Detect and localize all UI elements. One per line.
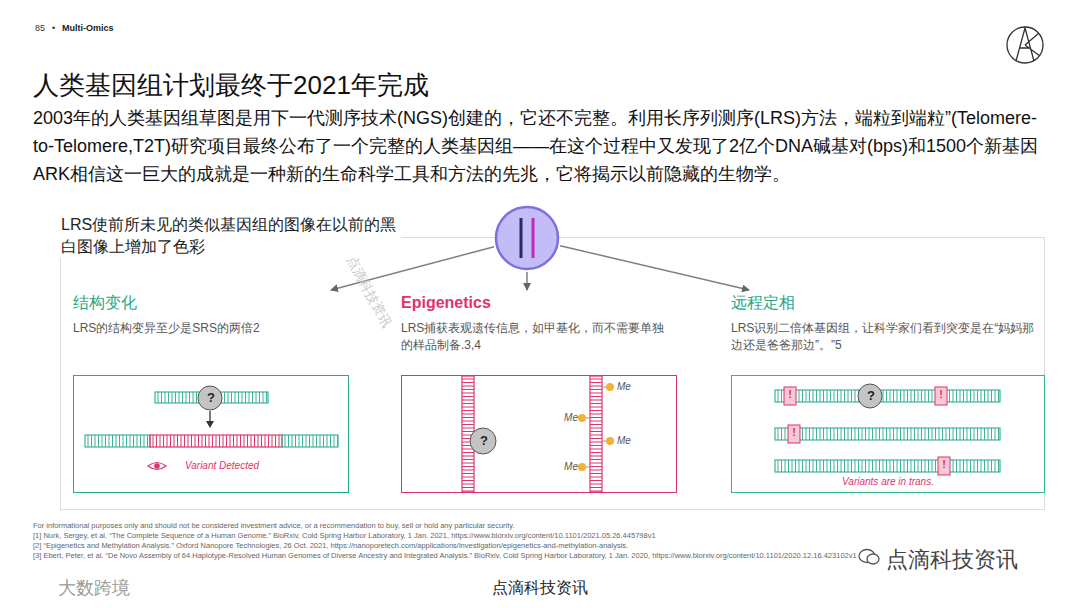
watermark: 大数跨境 — [58, 576, 130, 600]
methyl-label: Me — [554, 412, 578, 423]
methyl-label: Me — [554, 461, 578, 472]
disclaimer: For informational purposes only and shou… — [33, 521, 873, 531]
section-name: Multi-Omics — [62, 23, 114, 33]
intro-paragraph: 2003年的人类基因组草图是用下一代测序技术(NGS)创建的，它还不完整。利用长… — [33, 104, 1048, 188]
methyl-label: Me — [617, 435, 631, 446]
question-mark: ? — [203, 390, 219, 405]
panel-callout: LRS使前所未见的类似基因组的图像在以前的黑白图像上增加了色彩 — [59, 214, 401, 258]
dna-rungs — [285, 435, 338, 447]
question-mark: ? — [476, 433, 492, 448]
dna-strand — [282, 435, 338, 447]
reference: [2] “Epigenetics and Methylation Analysi… — [33, 541, 873, 551]
dna-rungs — [590, 379, 602, 491]
illustration-box: ?!!!! Variants are in trans. — [731, 375, 1045, 493]
dna-rungs — [778, 428, 999, 440]
column-heading: 远程定相 — [731, 292, 1047, 314]
dna-strand — [775, 390, 1000, 402]
connector-arrow — [526, 272, 528, 290]
dna-rungs — [153, 435, 279, 447]
circle-outline — [494, 205, 560, 271]
footnotes: For informational purposes only and shou… — [33, 521, 873, 561]
phasing-illustration — [775, 384, 1000, 475]
wechat-glyph — [858, 548, 880, 566]
dna-strand — [590, 376, 602, 492]
dna-strand — [85, 435, 150, 447]
column-heading: 结构变化 — [73, 292, 353, 314]
column-body: LRS的结构变异至少是SRS的两倍2 — [73, 320, 345, 337]
variant-marker: ! — [784, 388, 796, 400]
page-title: 人类基因组计划最终于2021年完成 — [33, 68, 429, 102]
watermark: 点滴科技资讯 — [886, 545, 1018, 575]
connector-arrow — [560, 246, 749, 290]
variant-marker: ! — [935, 388, 947, 400]
feature-column: EpigeneticsLRS捕获表观遗传信息，如甲基化，而不需要单独的样品制备.… — [401, 292, 681, 495]
dna-strand — [150, 435, 282, 447]
methylation-illustration — [462, 376, 614, 492]
variant-marker: ! — [938, 458, 950, 470]
watermark: 点滴科技资讯 — [343, 253, 396, 330]
feature-column: 远程定相 LRS识别二倍体基因组，让科学家们看到突变是在“妈妈那边还是爸爸那边”。… — [731, 292, 1047, 495]
dna-strand — [775, 460, 1000, 472]
wechat-icon — [858, 548, 880, 566]
illustration-box: ?MeMeMeMe — [401, 375, 677, 493]
dna-strand — [775, 428, 1000, 440]
methyl-label: Me — [617, 381, 631, 392]
feature-column: 结构变化 LRS的结构变异至少是SRS的两倍2? Variant Detected — [73, 292, 353, 495]
reference: [1] Nurk, Sergey, et al. “The Complete S… — [33, 531, 873, 541]
page-number: 85 — [35, 23, 45, 33]
dna-rungs — [778, 390, 999, 402]
logo — [1007, 27, 1043, 63]
lrs-circle — [494, 205, 560, 271]
feature-panel: LRS使前所未见的类似基因组的图像在以前的黑白图像上增加了色彩结构变化LRS的结… — [60, 237, 1045, 510]
question-mark: ? — [863, 388, 879, 403]
dna-rungs — [88, 435, 148, 447]
watermark: 点滴科技资讯 — [0, 578, 1080, 599]
illustration-box: ? Variant Detected — [73, 375, 349, 493]
column-body: LRS捕获表观遗传信息，如甲基化，而不需要单独的样品制备.3,4 — [401, 320, 673, 354]
variant-marker: ! — [788, 426, 800, 438]
column-heading: Epigenetics — [401, 292, 681, 314]
result-label: Variants are in trans. — [790, 476, 986, 487]
result-label: Variant Detected — [162, 460, 282, 471]
separator-dot: • — [52, 23, 55, 33]
dna-rungs — [778, 460, 999, 472]
variant-illustration — [85, 386, 338, 470]
reference: [3] Ebert, Peter, et al. “De Novo Assemb… — [33, 551, 873, 561]
column-body: LRS识别二倍体基因组，让科学家们看到突变是在“妈妈那边还是爸爸那边”。”5 — [731, 320, 1039, 354]
